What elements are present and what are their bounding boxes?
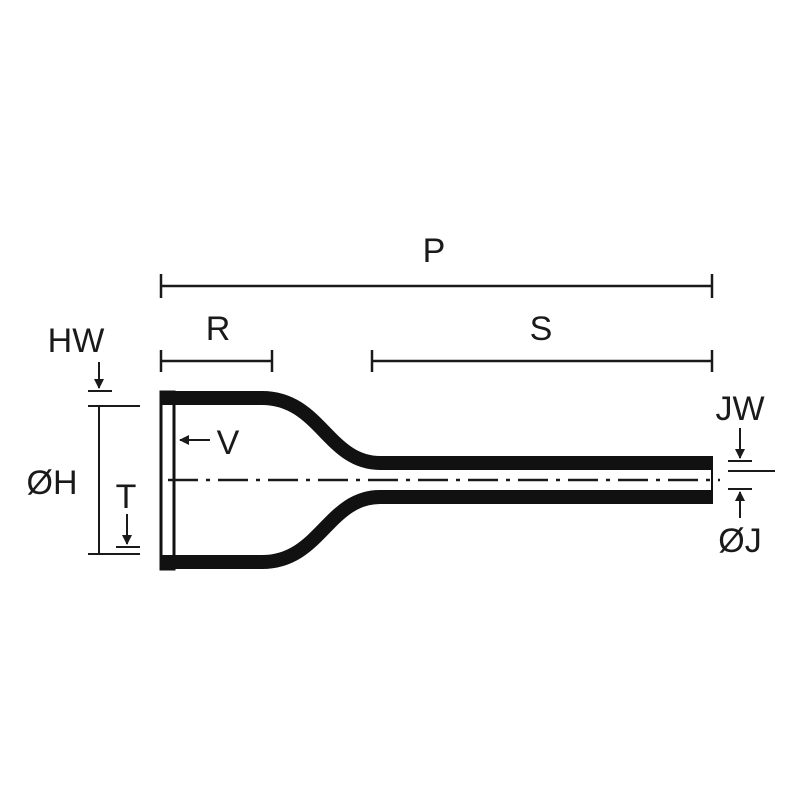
label-p: P	[423, 232, 446, 270]
label-v: V	[217, 424, 240, 462]
dimension-hw: HW	[48, 322, 140, 407]
sleeve-top-wall	[161, 391, 712, 470]
sleeve-shape	[159, 390, 713, 571]
dimension-s: S	[370, 310, 714, 372]
label-oh: ØH	[27, 464, 78, 502]
dimension-v: V	[179, 424, 240, 462]
dimension-jw: JW	[715, 390, 775, 472]
label-t: T	[116, 478, 137, 516]
label-s: S	[530, 310, 553, 348]
dimension-t: T	[116, 478, 140, 548]
label-r: R	[206, 310, 231, 348]
dimension-oh: ØH	[27, 406, 140, 555]
label-oj: ØJ	[718, 522, 761, 560]
sleeve-bottom-wall	[161, 490, 712, 569]
dimension-r: R	[159, 310, 274, 372]
dimension-oj: ØJ	[718, 488, 762, 560]
label-jw: JW	[715, 390, 764, 428]
label-hw: HW	[48, 322, 105, 360]
dimension-p: P	[159, 232, 714, 298]
